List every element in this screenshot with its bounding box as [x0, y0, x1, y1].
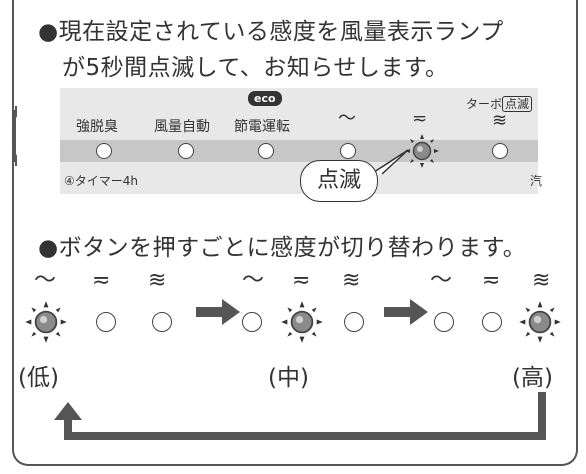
- return-loop-arrow-icon: [54, 392, 546, 440]
- seq3-wave-low-icon: ～: [430, 268, 453, 293]
- seq-arrow-2-icon: [384, 299, 428, 325]
- seq3-wave-high-icon: ≋: [532, 268, 551, 293]
- level-low-label: (低): [18, 365, 59, 391]
- seq2-lamp-low: [242, 312, 262, 332]
- seq2-wave-mid-icon: ≂: [292, 268, 311, 293]
- lamp-auto: [178, 143, 194, 159]
- level-high-label: (高): [512, 365, 553, 391]
- seq1-lamp-low-blinking-icon: [25, 301, 67, 343]
- turbo-label: ターボ点滅: [466, 95, 533, 112]
- level-mid-label: (中): [268, 365, 309, 391]
- frame-tab: [14, 106, 32, 166]
- blink-callout: 点滅: [300, 160, 378, 202]
- instruction-line-3: ●ボタンを押すごとに感度が切り替わります。: [38, 235, 527, 261]
- instruction-frame: [12, 0, 578, 466]
- panel-wave-mid-icon: ≂: [412, 108, 428, 129]
- lamp-powersave: [258, 143, 274, 159]
- lamp-low: [340, 143, 356, 159]
- seq2-lamp-high: [344, 312, 364, 332]
- seq2-wave-low-icon: ～: [242, 268, 265, 293]
- seq-arrow-1-icon: [196, 299, 240, 325]
- instruction-line-1: ●現在設定されている感度を風量表示ランプ: [38, 19, 504, 45]
- panel-label-powersave: 節電運転: [234, 119, 290, 135]
- seq1-wave-mid-icon: ≂: [92, 268, 111, 293]
- control-panel: 強脱臭 風量自動 eco 節電運転 ～ ≂ ターボ点滅 ≋ ④タイマー4h 汽: [60, 88, 542, 194]
- turbo-prefix: ターボ: [466, 97, 503, 111]
- seq3-lamp-mid: [482, 312, 502, 332]
- seq3-lamp-low: [434, 312, 454, 332]
- seq1-wave-high-icon: ≋: [148, 268, 167, 293]
- eco-badge: eco: [248, 91, 282, 106]
- seq1-lamp-high: [152, 312, 172, 332]
- seq3-lamp-high-blinking-icon: [519, 301, 561, 343]
- panel-wave-low-icon: ～: [338, 108, 356, 129]
- lamp-high: [492, 143, 508, 159]
- timer-label: ④タイマー4h: [64, 174, 138, 188]
- panel-label-deodorize: 強脱臭: [76, 119, 118, 135]
- seq1-wave-low-icon: ～: [34, 268, 57, 293]
- seq2-lamp-mid-blinking-icon: [281, 301, 323, 343]
- lamp-band: [60, 140, 538, 162]
- panel-wave-high-icon: ≋: [492, 110, 508, 131]
- seq1-lamp-mid: [96, 312, 116, 332]
- callout-pointer: [367, 149, 409, 177]
- instruction-line-2: が5秒間点滅して、お知らせします。: [62, 55, 449, 81]
- panel-cut-text: 汽: [530, 174, 543, 188]
- panel-label-auto: 風量自動: [154, 119, 210, 135]
- seq2-wave-high-icon: ≋: [342, 268, 361, 293]
- lamp-deodorize: [96, 143, 112, 159]
- turbo-blink-box: 点滅: [502, 96, 533, 112]
- seq3-wave-mid-icon: ≂: [482, 268, 501, 293]
